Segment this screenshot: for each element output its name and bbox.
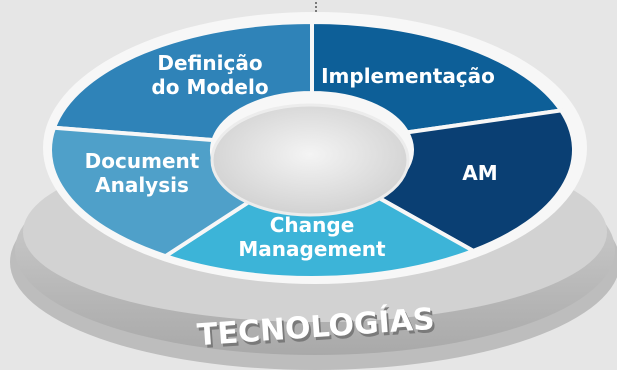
segment-group bbox=[48, 19, 576, 280]
segment-document-analysis-label-line: Document bbox=[85, 149, 200, 173]
segment-definicao-label-line: do Modelo bbox=[151, 75, 268, 99]
center-hole bbox=[210, 103, 410, 217]
segment-implementacao-label-line: Implementação bbox=[321, 64, 495, 88]
segment-definicao bbox=[51, 19, 314, 143]
segment-change-management-label-line: Change bbox=[270, 213, 355, 237]
segment-change-management-label-line: Management bbox=[238, 237, 386, 261]
segment-document-analysis-label-line: Analysis bbox=[95, 173, 189, 197]
segment-am-label: AM bbox=[462, 161, 497, 185]
segment-am bbox=[369, 108, 576, 254]
segment-am-label-line: AM bbox=[462, 161, 497, 185]
segment-implementacao-label: Implementação bbox=[321, 64, 495, 88]
segment-implementacao bbox=[310, 19, 565, 135]
segment-definicao-label-line: Definição bbox=[157, 51, 262, 75]
